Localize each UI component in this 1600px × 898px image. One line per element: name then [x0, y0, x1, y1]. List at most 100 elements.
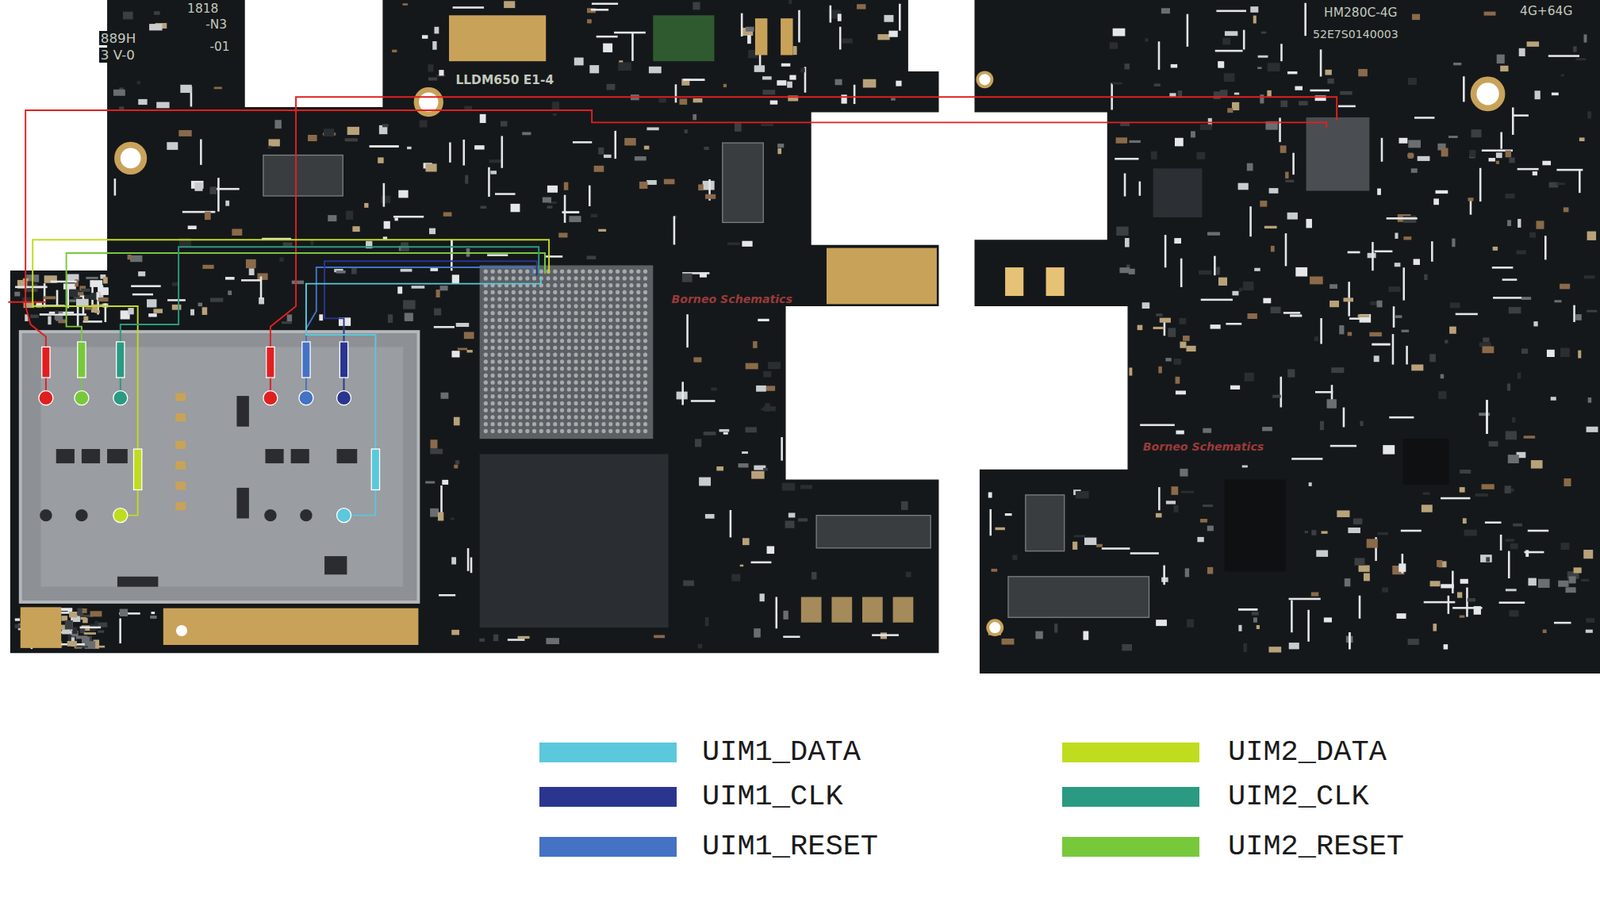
- smd-part: [411, 285, 426, 289]
- smd-part: [1170, 64, 1178, 69]
- smd-part: [172, 282, 178, 287]
- bga-ball: [483, 345, 488, 350]
- bga-ball: [552, 352, 557, 357]
- bga-ball: [483, 352, 488, 357]
- smd-part: [1254, 268, 1261, 272]
- smd-part: [1542, 629, 1547, 634]
- bga-ball: [491, 303, 495, 308]
- bga-ball: [580, 352, 585, 357]
- smd-part: [1321, 530, 1328, 534]
- smd-part: [1408, 153, 1413, 159]
- smd-part: [547, 205, 553, 208]
- bga-ball: [622, 429, 627, 434]
- smd-part: [1217, 61, 1224, 69]
- smd-part: [138, 271, 146, 277]
- bga-ball: [532, 338, 537, 343]
- bga-ball: [504, 373, 509, 378]
- smd-part: [451, 629, 460, 636]
- smd-part: [85, 276, 98, 280]
- smd-part: [1369, 301, 1378, 306]
- smd-part: [39, 313, 68, 316]
- smd-part: [763, 371, 772, 378]
- bga-ball: [497, 366, 502, 371]
- bga-ball: [573, 297, 578, 302]
- bga-ball: [643, 303, 648, 308]
- bga-ball: [587, 338, 592, 343]
- smd-part: [287, 314, 292, 322]
- smd-part: [1295, 267, 1308, 277]
- bga-ball: [629, 345, 634, 350]
- bga-ball: [580, 414, 585, 419]
- smd-part: [1287, 212, 1298, 220]
- bga-ball: [497, 394, 502, 399]
- smd-part: [419, 119, 428, 127]
- smd-part: [1285, 172, 1289, 179]
- smd-part: [574, 57, 584, 66]
- smd-part: [494, 192, 516, 196]
- smd-part: [1510, 543, 1519, 549]
- bga-ball: [636, 414, 641, 419]
- bga-ball: [497, 331, 502, 336]
- sim-tray: [20, 331, 419, 603]
- bga-ball: [504, 401, 509, 406]
- bga-ball: [497, 303, 502, 308]
- smd-part: [1508, 610, 1519, 617]
- smd-part: [1411, 364, 1424, 371]
- bga-ball: [552, 414, 557, 419]
- bga-ball: [601, 352, 606, 357]
- bga-ball: [517, 269, 522, 274]
- smd-part: [594, 165, 605, 173]
- bga-ball: [587, 394, 592, 399]
- smd-part: [470, 557, 473, 574]
- smd-part: [1251, 611, 1259, 615]
- bga-ball: [532, 345, 537, 350]
- smd-part: [402, 299, 416, 309]
- bga-ball: [636, 401, 641, 406]
- bga-ball: [497, 422, 502, 426]
- smd-part: [1316, 550, 1328, 557]
- smd-part: [1388, 286, 1401, 292]
- bga-ball: [580, 394, 585, 399]
- smd-part: [1565, 587, 1577, 593]
- smd-part: [564, 182, 569, 191]
- smd-part: [747, 34, 751, 44]
- bga-ball: [517, 338, 522, 343]
- bga-ball: [608, 408, 613, 413]
- smd-part: [1371, 343, 1390, 346]
- bga-ball: [615, 401, 620, 406]
- smd-part: [1548, 54, 1580, 58]
- bga-ball: [517, 380, 522, 385]
- bga-ball: [601, 297, 606, 302]
- smd-part: [1257, 66, 1262, 70]
- bga-ball: [525, 290, 530, 295]
- smd-part: [1505, 588, 1517, 591]
- smd-part: [1174, 138, 1184, 147]
- smd-part: [1054, 623, 1058, 633]
- smd-part: [345, 138, 358, 142]
- smd-part: [634, 156, 647, 161]
- smd-part: [1344, 578, 1351, 587]
- bga-ball: [643, 276, 648, 281]
- smd-part: [1521, 348, 1528, 354]
- smd-part: [1499, 601, 1526, 604]
- smd-part: [1247, 313, 1257, 319]
- bga-ball: [573, 380, 578, 385]
- bga-ball: [601, 325, 606, 330]
- smd-part: [729, 510, 733, 538]
- smd-part: [400, 268, 413, 273]
- bga-ball: [608, 290, 613, 295]
- smd-part: [451, 350, 460, 357]
- smd-part: [741, 451, 749, 454]
- smd-part: [1230, 385, 1240, 390]
- smd-part: [1388, 416, 1414, 419]
- bga-ball: [573, 359, 578, 364]
- bga-ball: [608, 303, 613, 308]
- smd-part: [710, 387, 718, 392]
- smd-part: [94, 621, 98, 627]
- bga-ball: [580, 359, 585, 364]
- smd-part: [1289, 642, 1300, 649]
- smd-part: [1181, 491, 1194, 494]
- bga-ball: [560, 401, 565, 406]
- smd-part: [841, 38, 852, 43]
- bga-ball: [539, 290, 544, 295]
